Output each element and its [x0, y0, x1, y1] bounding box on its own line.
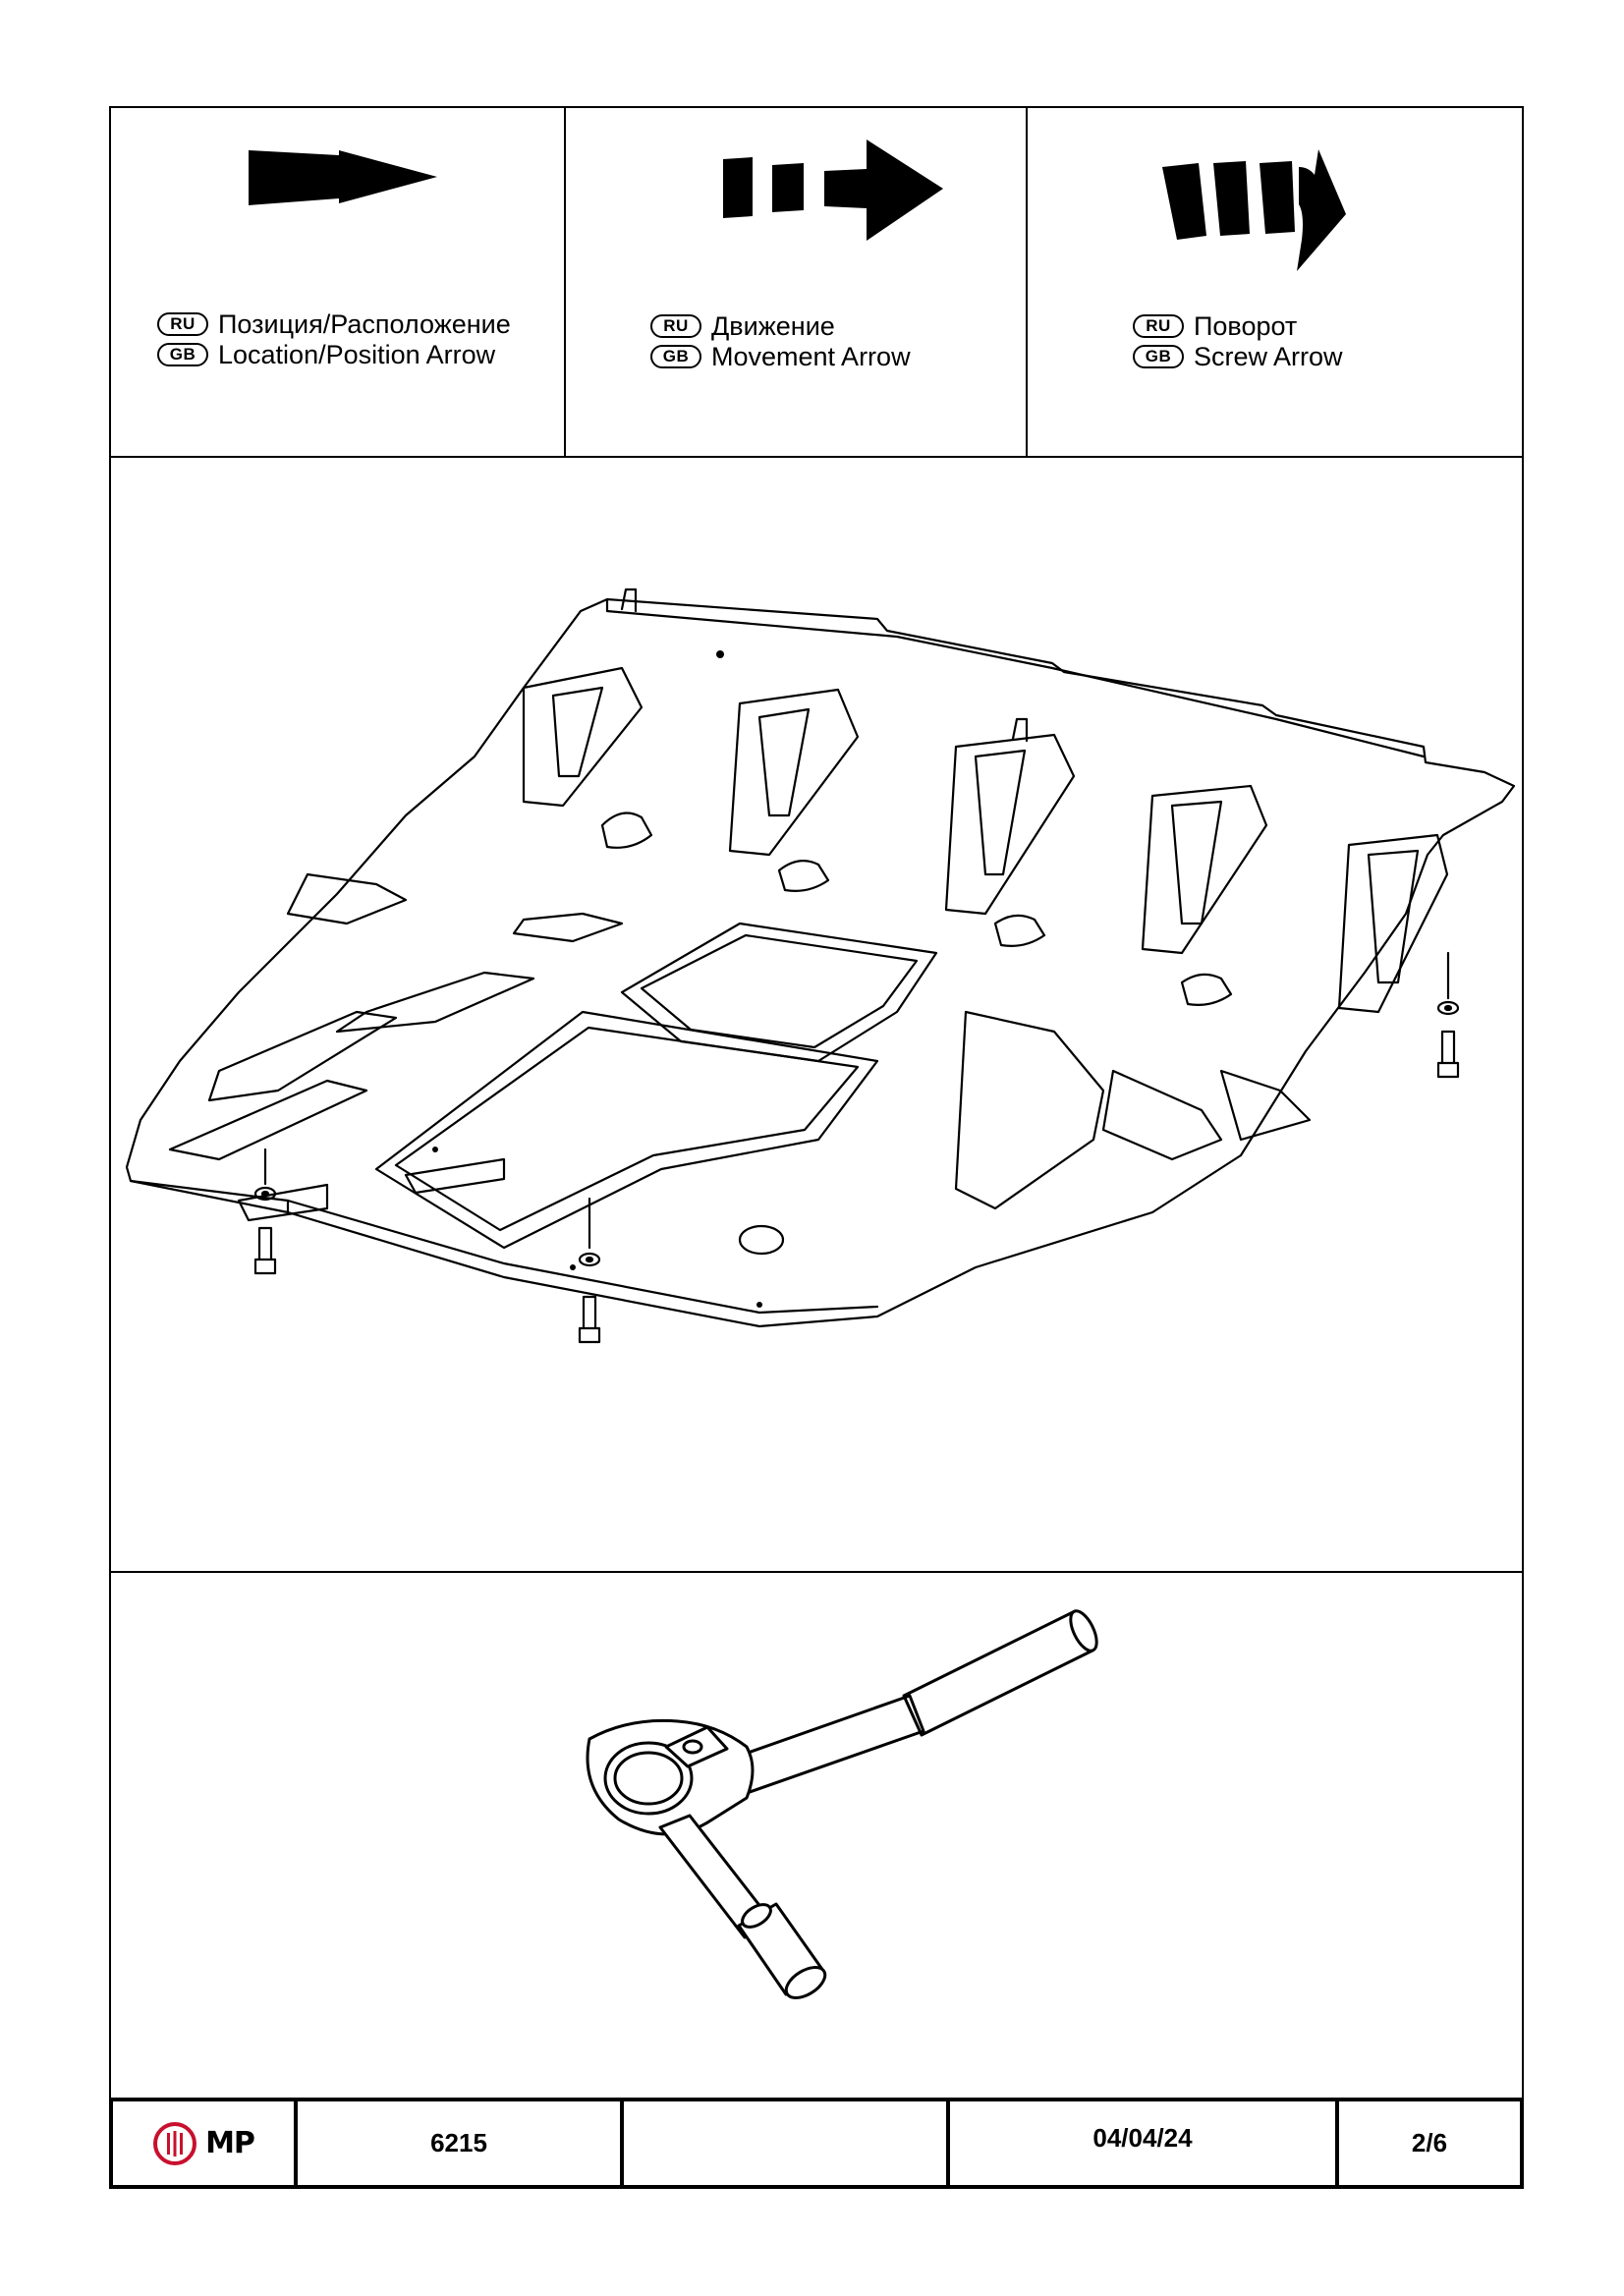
mount-pads — [600, 812, 1233, 1006]
ru-badge: RU — [1133, 313, 1184, 338]
legend-col-sep-2 — [1026, 108, 1028, 457]
legend-label-ru: Движение — [711, 310, 835, 341]
footer-sep-3 — [946, 2101, 950, 2185]
ru-badge: RU — [650, 313, 701, 338]
gb-badge: GB — [650, 344, 701, 368]
drawing-divider — [109, 1571, 1524, 1573]
side-ribs — [168, 872, 535, 1161]
center-panel — [374, 1010, 879, 1250]
bolt-left — [253, 1148, 277, 1275]
legend-text-movement: RU Движение GB Movement Arrow — [650, 310, 911, 371]
legend-label-gb: Movement Arrow — [711, 341, 911, 371]
bolt-center — [578, 1197, 601, 1344]
access-window — [620, 922, 938, 1063]
logo: MP — [113, 2101, 294, 2185]
legend-label-gb: Location/Position Arrow — [218, 339, 496, 369]
blank-cell — [624, 2101, 946, 2185]
legend-text-screw: RU Поворот GB Screw Arrow — [1133, 310, 1343, 371]
mount-holes — [432, 650, 762, 1308]
logo-emblem-icon — [153, 2121, 197, 2165]
issue-date: 04/04/24 — [1092, 2123, 1193, 2153]
ru-badge: RU — [157, 311, 208, 336]
page-number: 2/6 — [1411, 2128, 1448, 2157]
gb-badge: GB — [1133, 344, 1184, 368]
bolt-right — [1436, 951, 1460, 1079]
ratchet-wrench-drawing — [586, 1609, 1098, 1999]
location-arrow-icon — [249, 150, 437, 205]
gb-badge: GB — [157, 342, 208, 366]
logo-text: MP — [205, 2126, 255, 2160]
legend-label-gb: Screw Arrow — [1194, 341, 1343, 371]
part-number: 6215 — [430, 2128, 487, 2157]
legend-text-location: RU Позиция/Расположение GB Location/Positi… — [157, 308, 511, 369]
title-block: MP 6215 04/04/24 2/6 — [109, 2098, 1524, 2189]
footer-sep-1 — [294, 2101, 298, 2185]
screw-arrow-icon — [1162, 149, 1346, 271]
legend-label-ru: Позиция/Расположение — [218, 308, 511, 339]
skid-plate-drawing — [125, 588, 1516, 1344]
rear-ribs — [522, 666, 1449, 1014]
legend-col-sep-1 — [564, 108, 566, 457]
movement-arrow-icon — [723, 140, 943, 241]
legend-divider — [109, 456, 1524, 458]
footer-sep-2 — [620, 2101, 624, 2185]
skid-plate-outline — [125, 597, 1516, 1328]
legend-label-ru: Поворот — [1194, 310, 1298, 341]
footer-sep-4 — [1335, 2101, 1339, 2185]
